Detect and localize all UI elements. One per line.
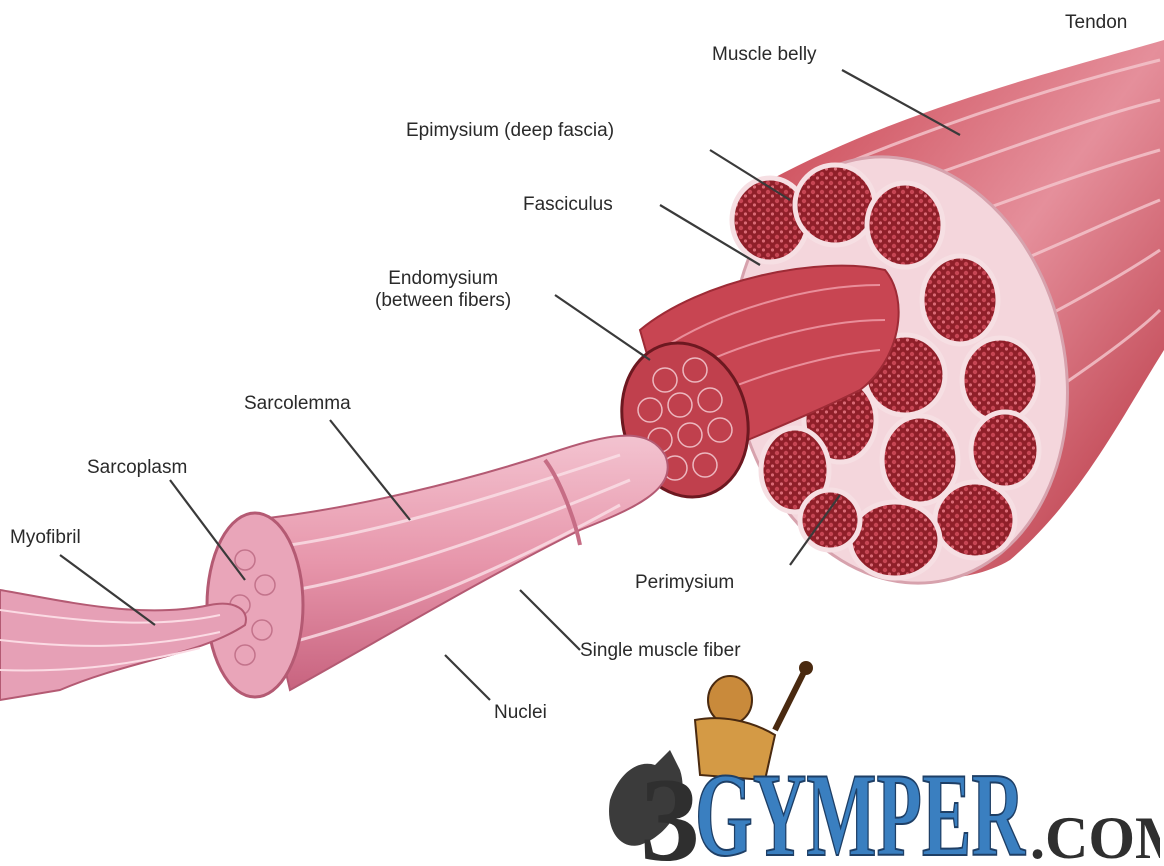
label-epimysium: Epimysium (deep fascia) [406, 120, 614, 142]
label-nuclei: Nuclei [494, 702, 547, 724]
label-endomysium-line2: (between fibers) [375, 290, 511, 312]
label-tendon: Tendon [1065, 12, 1127, 34]
label-perimysium: Perimysium [635, 572, 734, 594]
label-myofibril: Myofibril [10, 527, 81, 549]
label-endomysium: Endomysium (between fibers) [375, 268, 511, 312]
label-single-muscle-fiber: Single muscle fiber [580, 640, 741, 662]
label-sarcolemma: Sarcolemma [244, 393, 351, 415]
label-fasciculus: Fasciculus [523, 194, 613, 216]
watermark-digit: 3 [640, 753, 700, 866]
label-endomysium-line1: Endomysium [375, 268, 511, 290]
label-muscle-belly: Muscle belly [712, 44, 817, 66]
watermark-suffix: .COM [1030, 805, 1160, 866]
watermark-word: GYMPER [695, 748, 1026, 866]
label-sarcoplasm: Sarcoplasm [87, 457, 187, 479]
gymper-watermark-logo: 3 GYMPER .COM [600, 660, 1160, 866]
